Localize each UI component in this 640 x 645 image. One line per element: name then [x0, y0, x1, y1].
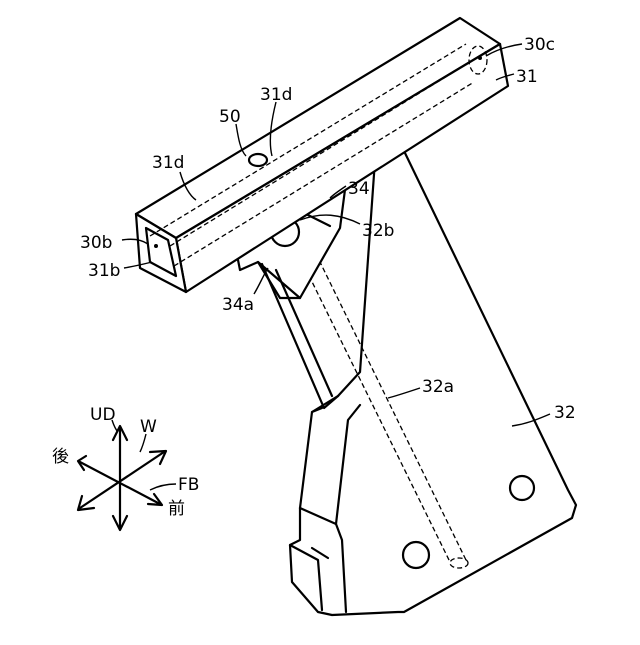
label-32a: 32a [422, 377, 454, 397]
label-32b: 32b [362, 221, 394, 241]
axis-label-w: W [140, 417, 157, 437]
label-30b: 30b [80, 233, 112, 253]
label-31b: 31b [88, 261, 120, 281]
label-31: 31 [516, 67, 538, 87]
label-34a: 34a [222, 295, 254, 315]
end-dot-30c [478, 56, 482, 60]
label-32: 32 [554, 403, 576, 423]
direction-indicator [78, 420, 176, 530]
axis-label-fb: FB [178, 475, 199, 495]
label-31d-left: 31d [152, 153, 184, 173]
axis-label-ud: UD [90, 405, 116, 425]
axis-label-rear: 後 [52, 447, 69, 467]
label-34: 34 [348, 179, 370, 199]
axis-label-front: 前 [168, 499, 185, 519]
end-dot-30b [154, 244, 158, 248]
label-30c: 30c [524, 35, 555, 55]
label-31d-top: 31d [260, 85, 292, 105]
label-50: 50 [219, 107, 241, 127]
